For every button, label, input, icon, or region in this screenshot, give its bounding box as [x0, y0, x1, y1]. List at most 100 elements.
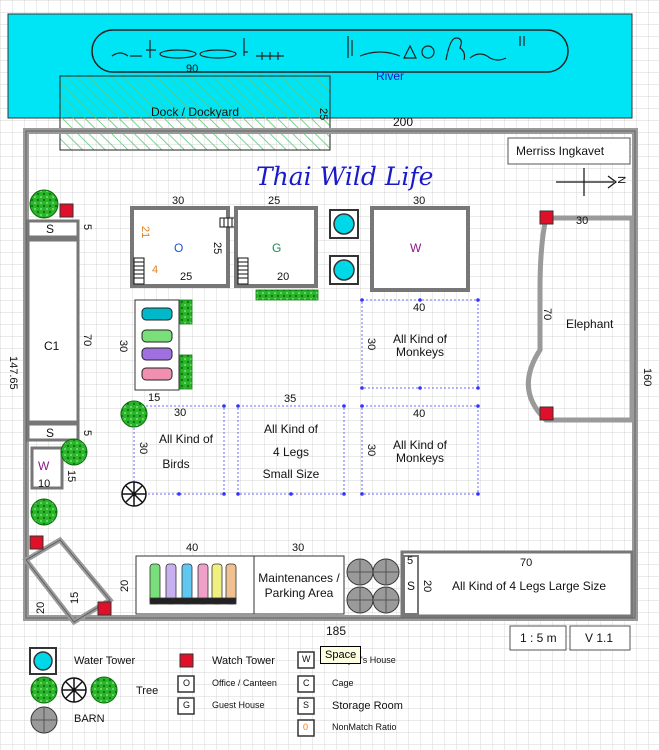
legend-barn-label: BARN [74, 713, 105, 725]
dim-bottom: 185 [326, 624, 347, 638]
keeper-w-top [370, 206, 470, 292]
dim-monkeys1-h: 30 [365, 338, 377, 351]
monkeys1-label-line2: Monkeys [395, 345, 445, 359]
merriss-box [507, 137, 631, 165]
maintenance-area [253, 555, 345, 615]
dock-width: 90 [186, 63, 199, 75]
keeper-w-left-label: W [38, 459, 50, 473]
legend-nonmatch-icon [297, 719, 315, 737]
guest-stairs-icon [237, 257, 249, 285]
legend-guest-icon [177, 697, 195, 715]
dim-stair-a: 21 [139, 226, 151, 239]
palm-tree-icon [121, 481, 147, 507]
dim-large-w: 70 [520, 557, 533, 569]
hedge-guest [255, 289, 319, 301]
dim-s1: 5 [81, 224, 93, 231]
dim-w2: 30 [413, 195, 426, 207]
storage-s2 [26, 422, 80, 442]
dim-elephant-w: 30 [576, 215, 589, 227]
legend-keeper-label: Keeper's House [332, 655, 396, 665]
scale-box [509, 625, 567, 651]
dim-small-w: 35 [284, 393, 297, 405]
dock-area [59, 75, 331, 151]
hieroglyph-glyphs [111, 36, 525, 61]
car-icon [141, 347, 173, 361]
watch-tower-icon [29, 535, 44, 550]
dim-guest-w2: 20 [277, 271, 290, 283]
space-tooltip: Space [320, 646, 362, 664]
car-icon [141, 329, 173, 343]
storage-s1 [26, 219, 80, 239]
legend-tree-icons [30, 676, 118, 704]
dim-corner-b: 15 [69, 591, 81, 604]
small-label-line3: Small Size [262, 467, 320, 481]
keeper-w-top-label: W [410, 241, 422, 255]
dim-w-w: 10 [38, 478, 51, 490]
birds-enclosure [133, 405, 225, 495]
dim-left: 147.65 [7, 356, 19, 390]
office-label: O [174, 241, 184, 255]
elephant-label: Elephant [566, 317, 614, 331]
dim-large-s: 5 [407, 555, 414, 567]
car-icon [141, 307, 173, 321]
tree-icon [30, 498, 58, 526]
legend-nonmatch-symbol: 0 [303, 722, 309, 732]
legend-keeper-symbol: W [302, 654, 311, 664]
hedge-parking-top [179, 299, 193, 325]
storage-s3 [403, 555, 419, 615]
small-label-line2: 4 Legs [272, 445, 310, 459]
watch-tower-icon [97, 601, 112, 616]
dim-top: 200 [393, 115, 414, 129]
legend-barn-icon [30, 706, 58, 734]
watch-tower-icon [539, 406, 554, 421]
car-icon [141, 367, 173, 381]
guest-label: G [272, 241, 282, 255]
dim-monkeys1-w: 40 [413, 302, 426, 314]
dim-c1: 70 [81, 334, 93, 347]
legend-guest-label: Guest House [212, 700, 265, 710]
water-tower-icon [329, 255, 359, 285]
dim-s2: 5 [81, 430, 93, 437]
storage-s1-label: S [46, 222, 55, 236]
small-label-line1: All Kind of [263, 422, 319, 436]
dim-storage-h: 20 [119, 579, 131, 592]
dim-corner-a: 20 [35, 601, 47, 614]
west-corner-building [22, 536, 114, 626]
dim-monkeys2-h: 30 [365, 444, 377, 457]
legend-tree-label: Tree [136, 685, 159, 697]
legend-cage-symbol: C [303, 678, 310, 688]
barrel-icons [149, 563, 237, 605]
north-arrow-icon [556, 168, 617, 196]
legend-storage-icon [297, 697, 315, 715]
dim-office-h: 25 [211, 242, 223, 255]
monkeys-enclosure-2 [361, 405, 479, 495]
water-tower-icon [329, 209, 359, 239]
watch-tower-icon [539, 210, 554, 225]
river-label: River [376, 69, 405, 83]
monkeys1-label-line1: All Kind of [392, 332, 448, 346]
dim-parking-w: 15 [148, 392, 161, 404]
guest-house [234, 206, 318, 288]
dim-office-w: 30 [172, 195, 185, 207]
tree-icon [60, 438, 88, 466]
legend-nonmatch-label: NonMatch Ratio [332, 722, 397, 732]
legend-storage-symbol: S [303, 700, 310, 710]
legend-water-tower-icon [29, 647, 57, 675]
birds-label-line2: Birds [162, 457, 190, 471]
dim-guest-w: 25 [268, 195, 281, 207]
storage-s2-label: S [46, 426, 55, 440]
merriss-label: Merriss Ingkavet [516, 144, 605, 158]
dim-stair-b: 4 [152, 264, 159, 276]
maint-label-line2: Parking Area [264, 586, 334, 600]
legend-cage-icon [297, 675, 315, 693]
version-box [569, 625, 631, 651]
monkeys2-label-line2: Monkeys [395, 451, 445, 465]
legend-watch-tower-label: Watch Tower [212, 655, 275, 667]
office-stairs-icon [133, 257, 145, 285]
cage-c1-label: C1 [44, 339, 60, 353]
storage-s3-label: S [407, 579, 416, 593]
dim-office-w2: 25 [180, 271, 193, 283]
office-building [130, 206, 230, 288]
legend-guest-symbol: G [183, 700, 191, 710]
tree-icon [29, 189, 59, 219]
